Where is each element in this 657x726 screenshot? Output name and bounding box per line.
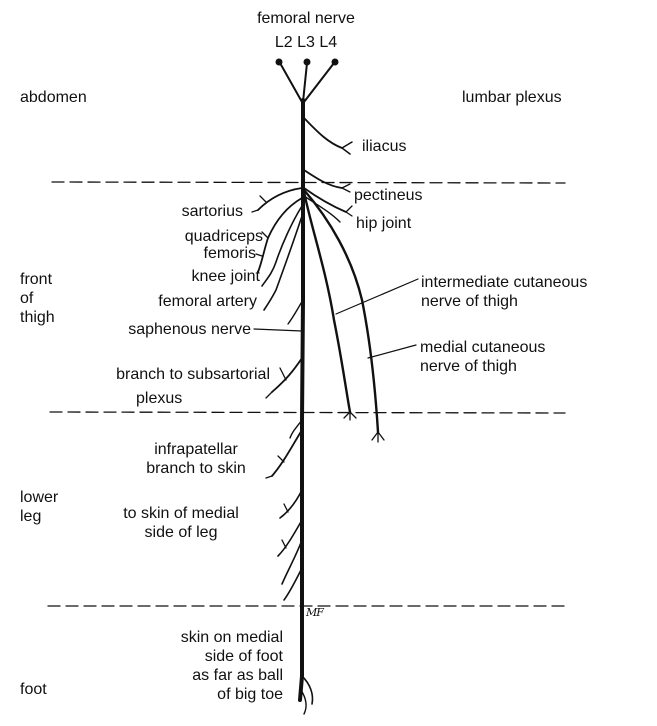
region-abdomen: abdomen [20,89,87,107]
hip-joint-label: hip joint [356,215,411,233]
medial-cutaneous-label: medial cutaneous nerve of thigh [420,338,545,376]
femoral-artery-label: femoral artery [158,293,257,311]
main-trunk [300,100,303,700]
medial-leg-label: to skin of medial side of leg [98,504,264,542]
region-front-of-thigh: front of thigh [20,270,55,327]
root-dots [276,59,339,66]
region-dividers [48,182,568,606]
lumbar-plexus-label: lumbar plexus [462,89,562,107]
nerve-roots-label: L2 L3 L4 [226,34,386,52]
quadriceps-label: quadriceps [185,228,263,246]
foot-skin-label: skin on medial side of foot as far as ba… [181,628,283,704]
iliacus-branch [304,118,342,148]
medial-leg-twig-1 [280,490,302,518]
iliacus-label: iliacus [362,138,406,156]
divider-thigh-leg [50,412,565,413]
sartorius-label: sartorius [182,203,243,221]
subsartorial-plexus-label: plexus [136,390,182,408]
subsartorial-label: branch to subsartorial [116,366,270,384]
region-lower-leg: lower leg [20,488,58,526]
infrapatellar-label: infrapatellar branch to skin [126,440,266,478]
nerve-roots [280,63,334,102]
pectineus-label: pectineus [354,187,423,205]
intermediate-cutaneous-nerve [304,192,350,412]
diagram-title: femoral nerve [226,10,386,28]
intermediate-cutaneous-label: intermediate cutaneous nerve of thigh [421,273,587,311]
sartorius-branch [258,188,302,210]
infrapatellar-branch [272,430,302,476]
subsartorial-branch [272,358,302,392]
artist-signature: MF [306,606,323,619]
pectineus-branch [304,170,342,188]
knee-joint-label: knee joint [192,268,261,286]
leader-lines [254,279,418,358]
femoris-label: femoris [204,245,256,263]
region-foot: foot [20,681,47,699]
divider-abdomen-thigh [52,182,565,183]
saphenous-nerve-label: saphenous nerve [128,321,251,339]
femoral-artery-branch [264,216,302,310]
